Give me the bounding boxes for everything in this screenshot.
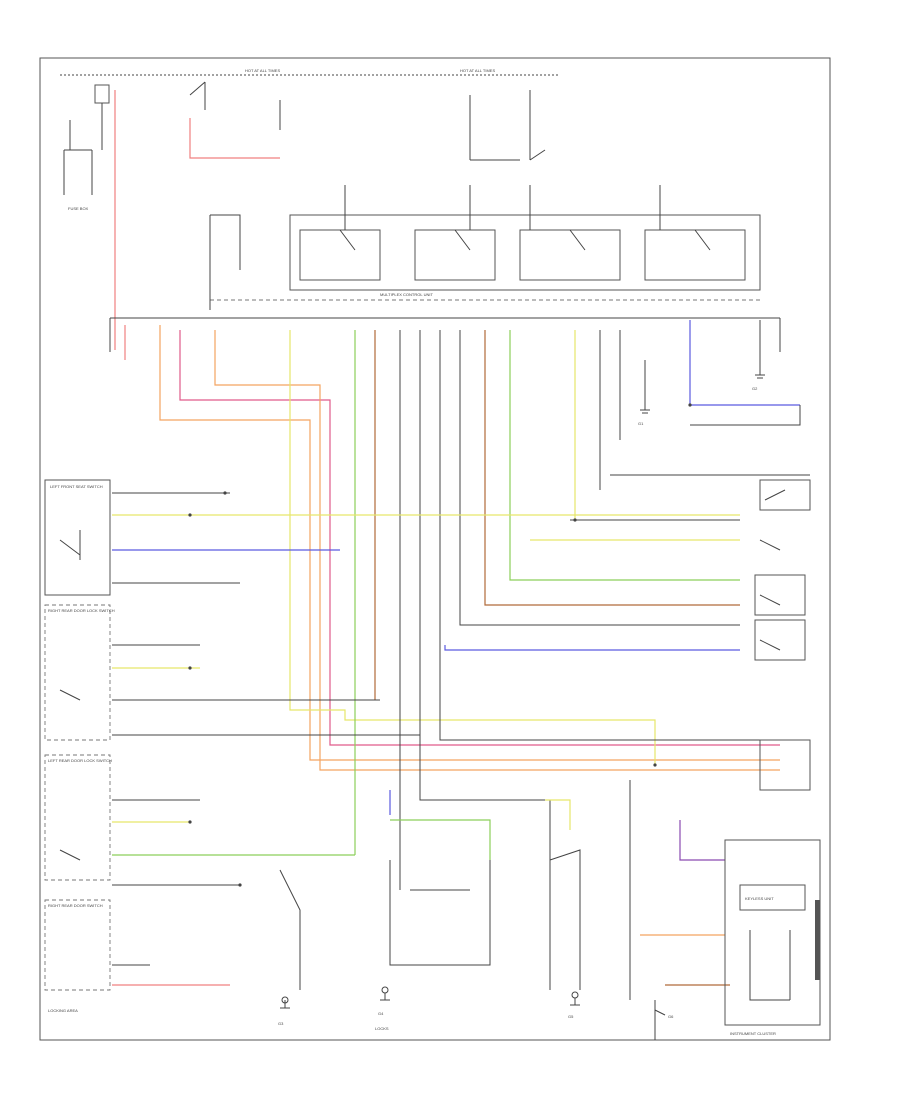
junction-dots xyxy=(188,403,692,887)
ground-icon-2: G2 xyxy=(752,360,765,391)
hot-label-right: HOT AT ALL TIMES xyxy=(460,68,495,73)
svg-text:G6: G6 xyxy=(668,1014,674,1019)
switch-2 xyxy=(414,229,496,281)
ground-icon-5: G5 xyxy=(568,998,580,1019)
right-connector-box xyxy=(759,739,811,791)
fuse-top-left xyxy=(94,84,110,104)
bottom-center-modules: LOCKS xyxy=(279,790,581,1031)
switch-bank-box xyxy=(289,214,761,291)
svg-text:G4: G4 xyxy=(378,1011,384,1016)
instrument-cluster-label: INSTRUMENT CLUSTER xyxy=(730,1031,776,1036)
bottom-center-label: LOCKS xyxy=(375,1026,389,1031)
switch-3 xyxy=(519,229,621,281)
switch-1 xyxy=(299,229,381,281)
keyless-unit-label: KEYLESS UNIT xyxy=(745,896,774,901)
left-module-label: LEFT FRONT SEAT SWITCH xyxy=(50,484,103,489)
svg-text:G2: G2 xyxy=(752,386,758,391)
svg-text:G1: G1 xyxy=(638,421,644,426)
right-switches xyxy=(610,405,811,791)
ground-icon-4: G4 xyxy=(378,993,390,1016)
wire-bundle xyxy=(124,320,800,890)
left-panel-3: LEFT REAR DOOR LOCK SWITCH xyxy=(44,754,355,886)
rear-panel-2-label: LEFT REAR DOOR LOCK SWITCH xyxy=(48,758,112,763)
fuse-box-label: FUSE BOX xyxy=(68,206,89,211)
multiplex-label: MULTIPLEX CONTROL UNIT xyxy=(380,292,433,297)
rear-panel-3-label: RIGHT REAR DOOR SWITCH xyxy=(48,903,103,908)
ground-symbols: G1 G2 G3 G4 G5 G6 xyxy=(278,360,765,1026)
diagram-frame xyxy=(39,57,831,1041)
top-power-section: HOT AT ALL TIMES HOT AT ALL TIMES FUSE B… xyxy=(60,68,560,350)
svg-text:G3: G3 xyxy=(278,1021,284,1026)
horizontal-wires xyxy=(112,492,740,651)
hot-label-left: HOT AT ALL TIMES xyxy=(245,68,280,73)
instrument-cluster: KEYLESS UNIT INSTRUMENT CLUSTER xyxy=(629,780,821,1040)
switch-bank: MULTIPLEX CONTROL UNIT xyxy=(209,185,761,310)
bottom-left-label: LOCKING AREA xyxy=(48,1008,78,1013)
keyless-unit-box xyxy=(724,839,821,1026)
left-panel-1: LEFT FRONT SEAT SWITCH xyxy=(44,479,111,596)
ground-icon-1: G1 xyxy=(638,360,650,426)
rear-panel-1-label: RIGHT REAR DOOR LOCK SWITCH xyxy=(48,608,115,613)
ground-icon-3: G3 xyxy=(278,1000,290,1026)
svg-text:G5: G5 xyxy=(568,1014,574,1019)
connector-row xyxy=(109,317,781,352)
left-panel-2: RIGHT REAR DOOR LOCK SWITCH xyxy=(44,604,420,741)
ground-icon-6: G6 xyxy=(654,1009,674,1019)
left-panel-4: RIGHT REAR DOOR SWITCH LOCKING AREA xyxy=(44,899,230,1013)
switch-4 xyxy=(644,229,746,281)
